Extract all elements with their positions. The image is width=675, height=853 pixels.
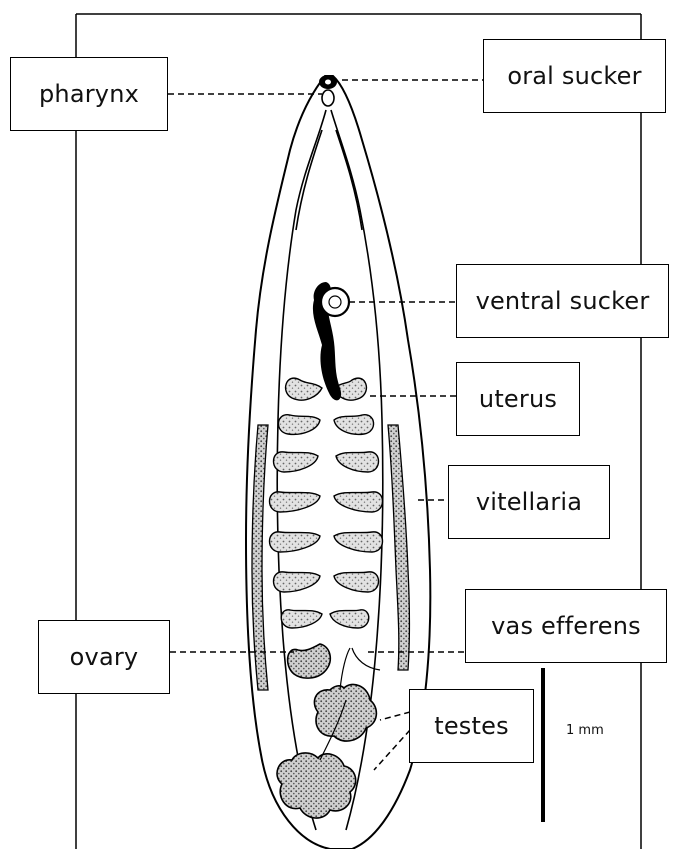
label-vas-efferens: vas efferens: [465, 589, 667, 663]
oral-sucker: [319, 75, 337, 89]
ventral-sucker: [321, 288, 349, 316]
label-testes: testes: [409, 689, 534, 763]
label-pharynx: pharynx: [10, 57, 168, 131]
label-ventral-sucker: ventral sucker: [456, 264, 669, 338]
pharynx: [322, 90, 334, 106]
scale-bar-label: 1 mm: [566, 723, 604, 738]
label-vitellaria: vitellaria: [448, 465, 610, 539]
label-ovary: ovary: [38, 620, 170, 694]
label-uterus: uterus: [456, 362, 580, 436]
ovary: [288, 644, 331, 678]
label-oral-sucker: oral sucker: [483, 39, 666, 113]
